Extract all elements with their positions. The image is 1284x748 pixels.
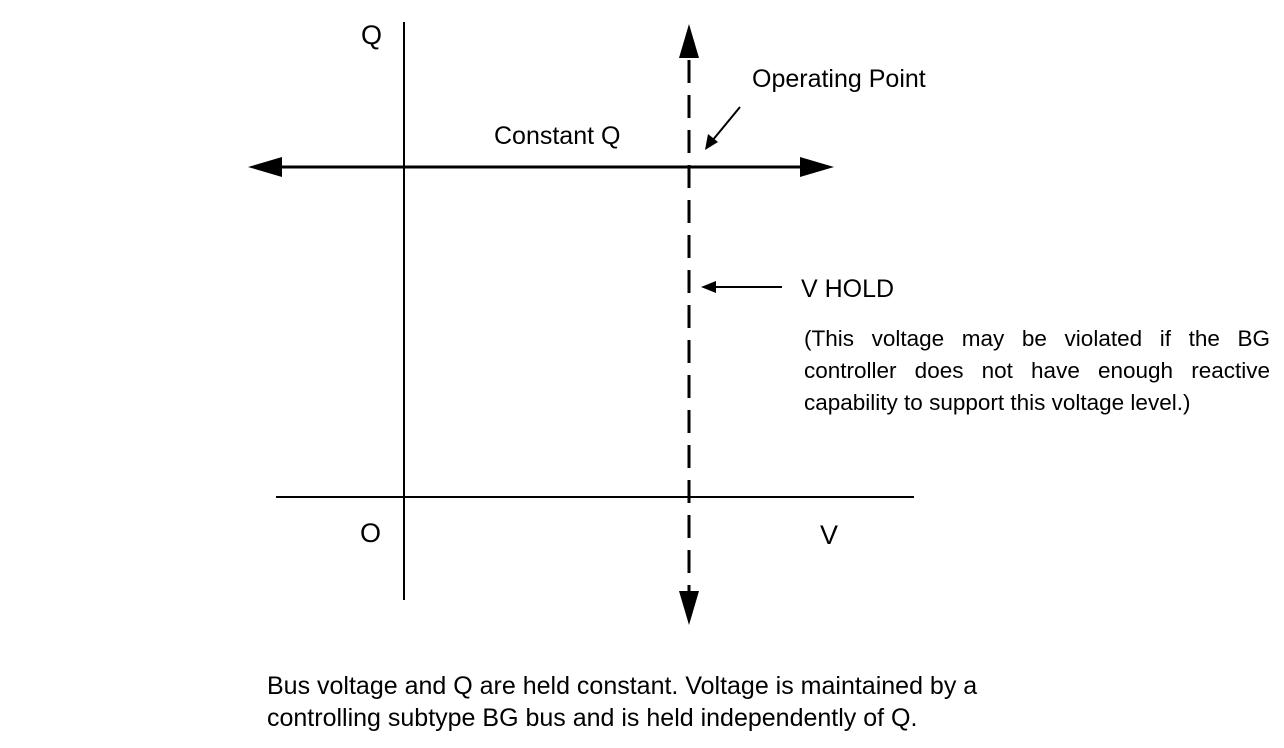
operating-point-arrowhead: [705, 134, 718, 150]
v-hold-top-arrowhead: [679, 24, 699, 58]
note-line: controller does not have enough reactive: [804, 358, 1270, 383]
v-hold-label: V HOLD: [801, 275, 894, 303]
operating-point-label: Operating Point: [752, 65, 926, 93]
operating-point-arrow-line: [711, 106, 741, 142]
v-hold-arrowhead: [701, 281, 716, 293]
diagram-caption: Bus voltage and Q are held constant. Vol…: [267, 670, 1167, 734]
caption-line: controlling subtype BG bus and is held i…: [267, 704, 918, 732]
note-line: (This voltage may be violated if the BG: [804, 326, 1270, 351]
note-line: capability to support this voltage level…: [804, 390, 1191, 415]
v-axis-label: V: [820, 520, 838, 550]
q-axis-label: Q: [361, 20, 382, 50]
origin-label: O: [360, 518, 381, 548]
constant-q-left-arrowhead: [248, 157, 282, 177]
constant-q-right-arrowhead: [800, 157, 834, 177]
v-hold-bottom-arrowhead: [679, 591, 699, 625]
constant-q-label: Constant Q: [494, 122, 620, 150]
caption-line: Bus voltage and Q are held constant. Vol…: [267, 672, 978, 700]
